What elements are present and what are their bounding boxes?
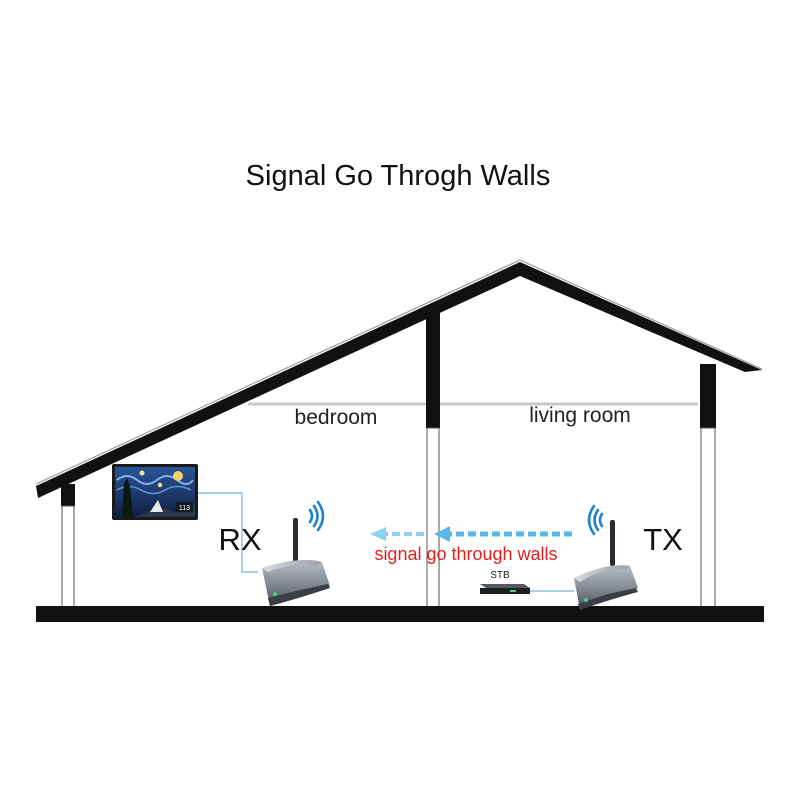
tx-device xyxy=(574,520,638,610)
tx-wifi-icon xyxy=(587,504,604,536)
rx-wifi-icon xyxy=(308,500,325,532)
right-wall xyxy=(700,427,716,609)
floor xyxy=(36,606,764,622)
tv-cable xyxy=(198,492,258,573)
tv-screen: 113 xyxy=(112,464,198,520)
stb-device xyxy=(480,584,530,594)
roof xyxy=(36,262,762,498)
rx-device xyxy=(262,518,330,606)
rx-label: RX xyxy=(218,522,261,557)
left-wall xyxy=(61,505,75,609)
stb-label: STB xyxy=(490,570,510,581)
roof-highlight xyxy=(35,259,763,485)
center-wall-beam xyxy=(426,312,440,428)
right-wall-beam xyxy=(700,364,716,428)
room-label-bedroom: bedroom xyxy=(295,406,378,429)
signal-caption: signal go through walls xyxy=(374,544,557,564)
signal-arrow xyxy=(370,526,572,542)
diagram-title: Signal Go Throgh Walls xyxy=(246,160,551,192)
left-wall-beam xyxy=(61,484,75,506)
tv-screen-number: 113 xyxy=(179,505,190,512)
center-wall xyxy=(426,427,440,609)
room-label-living-room: living room xyxy=(529,404,631,427)
tx-label: TX xyxy=(643,522,683,557)
